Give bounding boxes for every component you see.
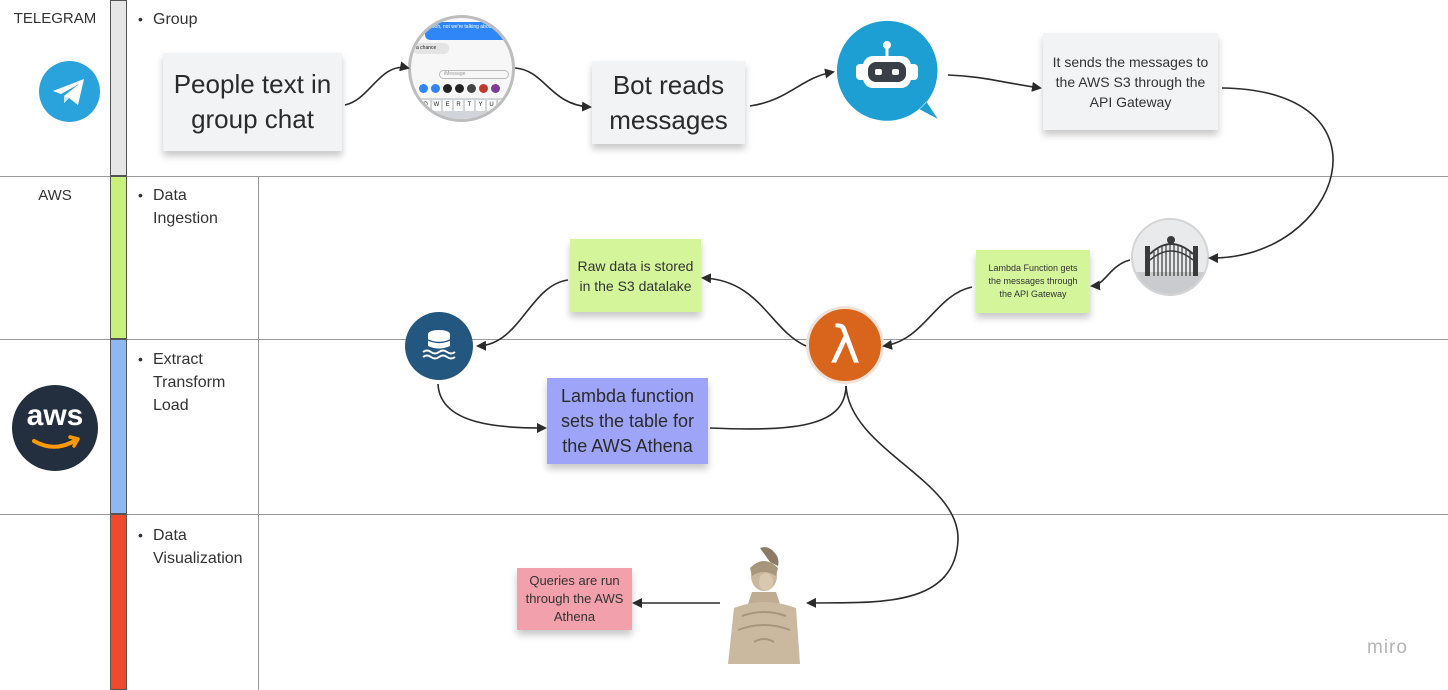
column-divider-sub [258, 176, 259, 690]
lane-divider-ingestion-etl [0, 339, 1448, 340]
arrow-bot-to-sends [947, 74, 1042, 92]
arrow-people-to-phone [344, 61, 410, 106]
note-people-text-group-chat[interactable]: People text in group chat [163, 53, 342, 151]
lane-divider-etl-viz [0, 514, 1448, 515]
app-icon [419, 84, 428, 93]
arrow-phone-to-bot-reads [514, 67, 592, 112]
note-sends-messages-to-s3[interactable]: It sends the messages to the AWS S3 thro… [1043, 33, 1218, 130]
aws-logo: aws [12, 385, 98, 471]
api-gateway-gate-image [1131, 218, 1209, 296]
app-icon [431, 84, 440, 93]
chat-bubble-outgoing: oooh, not we're talking about [425, 22, 511, 40]
app-icon [479, 84, 488, 93]
telegram-icon [39, 61, 100, 122]
app-icon [491, 84, 500, 93]
bot-icon [836, 20, 938, 121]
miro-watermark: miro [1367, 637, 1408, 658]
lambda-symbol: λ [829, 316, 861, 376]
arrow-sends-to-gateway [1208, 87, 1334, 264]
key: Q [421, 100, 430, 111]
swimlane-bar-ingestion [110, 176, 127, 339]
lane-label-aws: AWS [38, 187, 72, 204]
arrow-lambda-note-to-lambda [882, 286, 973, 350]
key: I [498, 100, 507, 111]
key: T [465, 100, 474, 111]
bullet: • [138, 351, 143, 367]
note-lambda-sets-table[interactable]: Lambda function sets the table for the A… [547, 378, 708, 464]
arrow-raw-data-to-s3 [476, 279, 569, 351]
s3-datalake-icon [405, 312, 473, 380]
bullet: • [138, 187, 143, 203]
app-icon [443, 84, 452, 93]
note-lambda-gets-messages[interactable]: Lambda Function gets the messages throug… [976, 250, 1090, 313]
arrow-lambda-to-athena [806, 385, 959, 608]
note-queries-athena[interactable]: Queries are run through the AWS Athena [517, 568, 632, 630]
note-raw-data-stored[interactable]: Raw data is stored in the S3 datalake [570, 239, 701, 312]
arrow-gateway-to-lambda-note [1090, 259, 1131, 291]
swimlane-bar-telegram [110, 0, 127, 176]
app-icon [467, 84, 476, 93]
swimlane-bar-etl [110, 339, 127, 514]
bullet: • [138, 11, 143, 27]
arrow-bot-reads-to-bot [749, 68, 835, 107]
message-input: iMessage [439, 70, 509, 79]
key: Y [476, 100, 485, 111]
chat-bubble-incoming: a chance [413, 43, 449, 54]
swimlane-bar-viz [110, 514, 127, 690]
lane-divider-telegram-aws [0, 176, 1448, 177]
app-icon [455, 84, 464, 93]
aws-logo-text: aws [26, 399, 84, 432]
arrow-lambda-to-raw-data [701, 273, 807, 347]
key: W [432, 100, 441, 111]
lambda-icon: λ [806, 306, 884, 384]
lane-label-telegram: TELEGRAM [13, 10, 97, 27]
phone-chat-image: oooh, not we're talking about a chance i… [408, 15, 515, 122]
athena-statue-image [728, 547, 800, 664]
keyboard: Q W E R T Y U I [415, 98, 512, 119]
note-bot-reads-messages[interactable]: Bot reads messages [592, 61, 745, 144]
line-lambda-sets-to-lambda [709, 385, 847, 430]
key: R [454, 100, 463, 111]
key: E [443, 100, 452, 111]
app-strip [415, 84, 512, 94]
arrow-s3-to-lambda-sets [437, 383, 547, 433]
bullet: • [138, 527, 143, 543]
key: U [487, 100, 496, 111]
